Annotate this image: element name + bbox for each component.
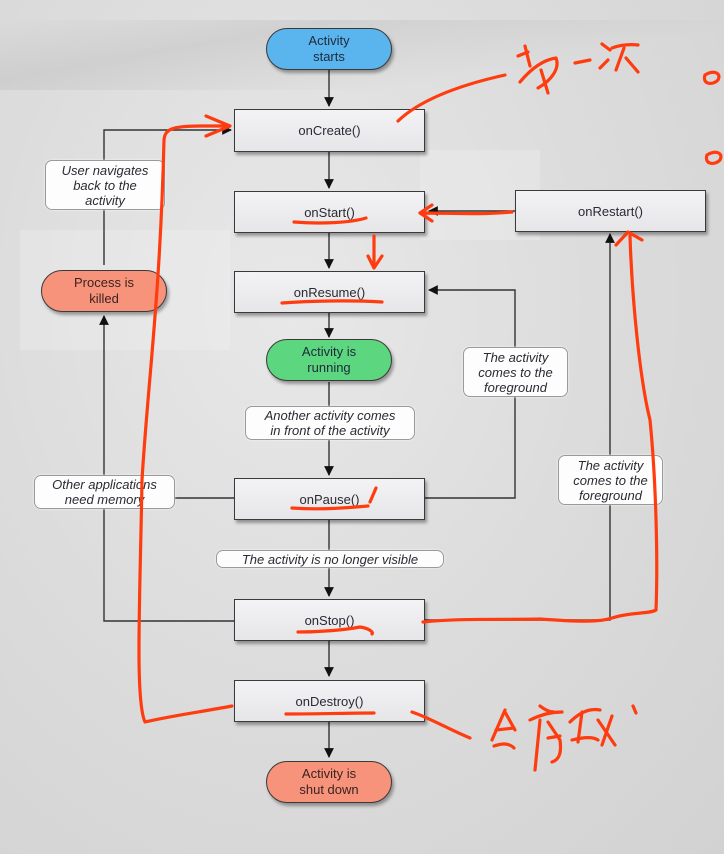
state-process-killed: Process is killed [41, 270, 167, 312]
callback-label: onStop() [304, 612, 355, 628]
note-no-longer-visible: The activity is no longer visible [216, 550, 444, 568]
state-activity-starts: Activity starts [266, 28, 392, 70]
state-label: Activity is running [301, 344, 357, 375]
state-activity-running: Activity is running [266, 339, 392, 381]
note-text: The activity comes to the foreground [573, 457, 648, 503]
note-text: Another activity comes in front of the a… [264, 408, 396, 438]
note-text: The activity is no longer visible [241, 551, 419, 567]
callback-onresume: onResume() [234, 271, 425, 313]
callback-label: onStart() [304, 204, 355, 220]
callback-onpause: onPause() [234, 478, 425, 520]
state-label: Activity starts [308, 33, 350, 64]
note-foreground-restart: The activity comes to the foreground [558, 455, 663, 505]
callback-onstop: onStop() [234, 599, 425, 641]
arrow-onstop-to-onrestart [425, 233, 615, 621]
note-text: The activity comes to the foreground [478, 349, 553, 395]
callback-label: onDestroy() [295, 693, 364, 709]
callback-onstart: onStart() [234, 191, 425, 233]
state-activity-shut-down: Activity is shut down [266, 761, 392, 803]
note-user-navigates-back: User navigates back to the activity [45, 160, 165, 210]
callback-onrestart: onRestart() [515, 190, 706, 232]
callback-ondestroy: onDestroy() [234, 680, 425, 722]
note-foreground-resume: The activity comes to the foreground [463, 347, 568, 397]
callback-label: onPause() [299, 491, 360, 507]
state-label: Activity is shut down [299, 766, 359, 797]
arrow-onpause-to-killed [99, 315, 235, 499]
note-text: Other applications need memory [52, 477, 157, 507]
callback-oncreate: onCreate() [234, 109, 425, 152]
note-another-activity: Another activity comes in front of the a… [245, 406, 415, 440]
callback-label: onRestart() [577, 203, 644, 219]
callback-label: onCreate() [298, 123, 361, 138]
state-label: Process is killed [74, 275, 134, 306]
callback-label: onResume() [293, 284, 366, 300]
note-text: User navigates back to the activity [61, 162, 149, 208]
note-other-apps-memory: Other applications need memory [34, 475, 175, 509]
